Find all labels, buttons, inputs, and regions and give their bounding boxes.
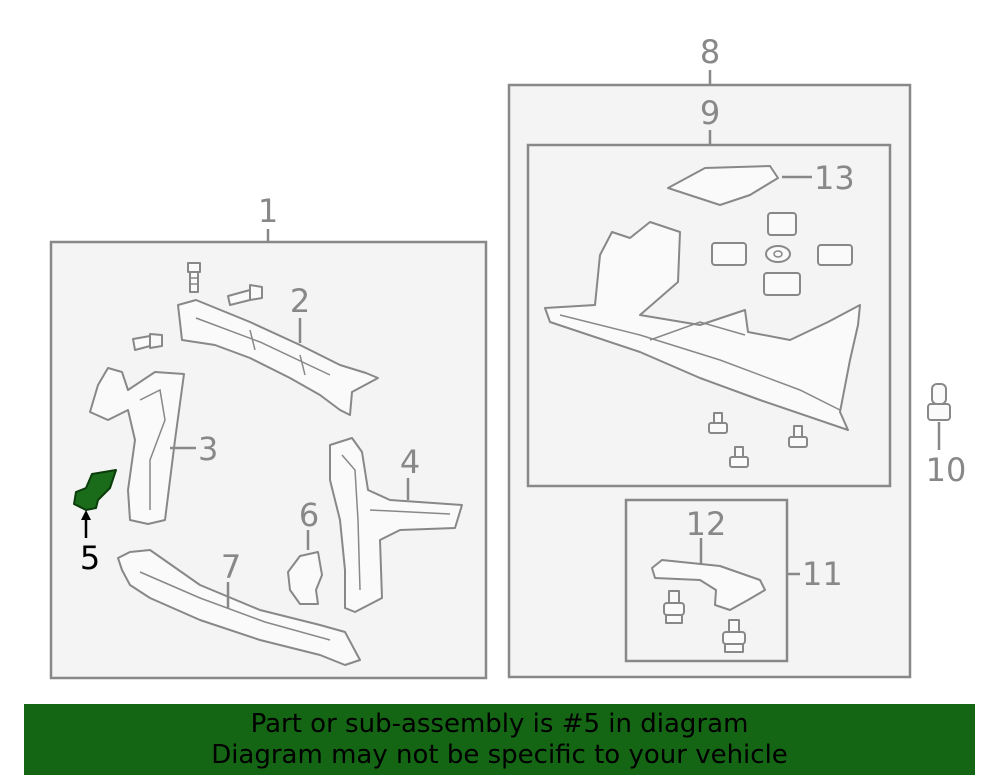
parts-diagram: 1 8 9 11 2 3 5 4 6 (49, 33, 967, 680)
bolt-part (722, 619, 746, 653)
push-pin-part-10 (927, 383, 951, 421)
arrow-5 (81, 510, 91, 520)
upper-panel-part (544, 221, 861, 431)
left-upper-bracket-part (89, 367, 185, 525)
bolt-part (663, 590, 685, 624)
callout-13: 13 (814, 159, 855, 197)
grommet-part (765, 245, 791, 263)
lower-cross-member-part (117, 549, 361, 666)
bolt-part (729, 446, 749, 468)
callout-3: 3 (198, 430, 218, 468)
bolt-part (187, 262, 201, 293)
assembly-box-1 (49, 240, 488, 680)
bolt-part (708, 412, 728, 434)
callout-4: 4 (400, 443, 420, 481)
cover-plate-part-13 (667, 165, 779, 206)
callout-11: 11 (802, 555, 843, 593)
bolt-part (227, 284, 263, 306)
callout-2: 2 (290, 282, 310, 320)
small-bracket-part-6 (287, 551, 323, 605)
bolt-part (788, 425, 808, 448)
callout-8: 8 (700, 33, 720, 71)
highlighted-bracket-part-5 (73, 469, 117, 511)
callout-7: 7 (221, 548, 241, 586)
clip-part (767, 212, 797, 236)
upper-tie-bar-part (177, 299, 379, 416)
callout-1: 1 (258, 192, 278, 230)
banner-line-1: Part or sub-assembly is #5 in diagram (250, 708, 749, 739)
info-banner: Part or sub-assembly is #5 in diagram Di… (24, 704, 975, 775)
clip-part (763, 272, 801, 296)
callout-6: 6 (299, 496, 319, 534)
clip-part (817, 244, 853, 266)
right-side-bracket-part (329, 437, 463, 613)
bracket-part-12 (651, 559, 766, 611)
banner-line-2: Diagram may not be specific to your vehi… (211, 739, 788, 770)
callout-9: 9 (700, 94, 720, 132)
callout-5: 5 (80, 539, 100, 577)
clip-part (711, 242, 747, 266)
callout-10: 10 (926, 451, 967, 489)
callout-12: 12 (686, 505, 727, 543)
bolt-part (132, 333, 163, 351)
